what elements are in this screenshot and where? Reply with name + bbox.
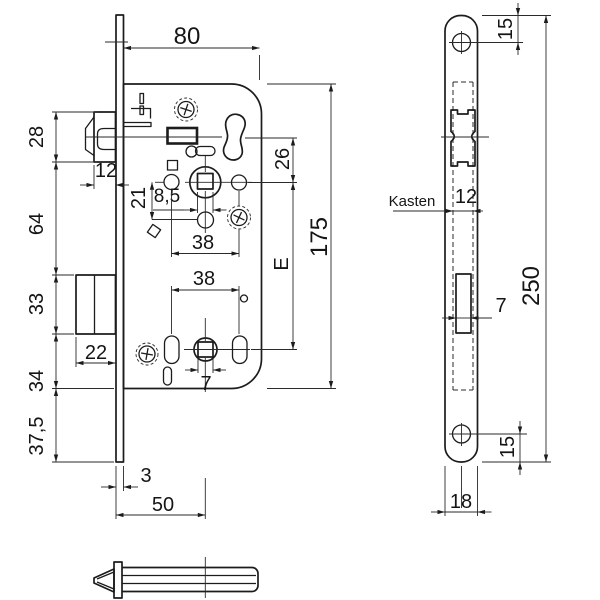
latch-bar <box>122 566 259 593</box>
dim-latch-height: 28 <box>26 126 48 148</box>
front-view-dimensions: 80 28 64 33 34 37,5 12 21 <box>26 23 336 519</box>
dim-latch-protrusion: 12 <box>95 160 117 182</box>
bolt-slot <box>455 273 472 334</box>
slot-left <box>163 335 180 365</box>
kidney-cutout <box>222 113 247 161</box>
dim-distance-e: E <box>271 257 293 270</box>
side-view <box>441 14 489 463</box>
dim-follower-square: 8,5 <box>154 186 180 207</box>
pin-hole <box>239 294 249 303</box>
latch-cutout <box>450 109 476 167</box>
lock-case <box>122 83 263 390</box>
dim-bolt-height: 33 <box>26 293 48 315</box>
dim-screw-spacing-upper: 38 <box>192 232 214 254</box>
slot-right <box>231 335 248 365</box>
dim-plate-below-case: 37,5 <box>26 417 48 456</box>
latch-guide <box>166 126 199 145</box>
stop-square <box>166 159 179 171</box>
small-slot <box>162 366 173 386</box>
follower <box>185 156 252 233</box>
cylinder-hole <box>196 211 215 229</box>
dim-bolt-slot-width: 7 <box>495 295 506 317</box>
dim-bottom-hole-offset: 15 <box>497 436 519 458</box>
dim-plate-length: 250 <box>518 266 545 306</box>
dim-bolt-throw: 22 <box>85 342 107 364</box>
dim-follower-to-cylinder: 21 <box>128 187 150 209</box>
dim-plate-thickness: 3 <box>140 465 151 487</box>
spring-pin <box>185 145 198 158</box>
dim-lower-square-width: 7 <box>200 373 211 395</box>
label-kasten: Kasten <box>389 193 436 210</box>
latch-section-view <box>93 557 259 599</box>
deadbolt <box>75 274 117 335</box>
hole-right <box>230 174 248 191</box>
side-view-dimensions: 15 Kasten 12 250 7 15 18 <box>389 3 551 516</box>
lower-follower <box>184 318 250 392</box>
screw-bottom <box>135 342 159 366</box>
latch-bevel <box>93 568 115 593</box>
dim-case-height: 175 <box>306 217 333 257</box>
diamond-cutout <box>146 223 162 239</box>
faceplate-edge <box>444 14 479 463</box>
spring-slot <box>194 145 216 157</box>
latch-bolt <box>84 92 152 163</box>
dim-bolt-to-case-bottom: 34 <box>26 370 48 392</box>
dim-screw-spacing-lower: 38 <box>193 268 215 290</box>
screw-middle <box>227 205 251 230</box>
front-view <box>75 14 263 463</box>
plate-hole-bottom <box>449 423 472 446</box>
dim-plate-width: 18 <box>450 491 472 513</box>
dim-backset: 50 <box>152 494 174 516</box>
dim-top-hole-offset: 15 <box>495 18 517 40</box>
plate-hole-top <box>449 31 474 54</box>
faceplate-front <box>115 14 125 463</box>
plate-section <box>113 561 123 599</box>
dim-case-thickness: 12 <box>455 186 477 208</box>
dim-case-width: 80 <box>174 23 201 50</box>
screw-top <box>174 97 198 122</box>
dim-latch-axis-to-follower: 26 <box>272 148 294 170</box>
dim-latch-to-bolt: 64 <box>26 213 48 235</box>
